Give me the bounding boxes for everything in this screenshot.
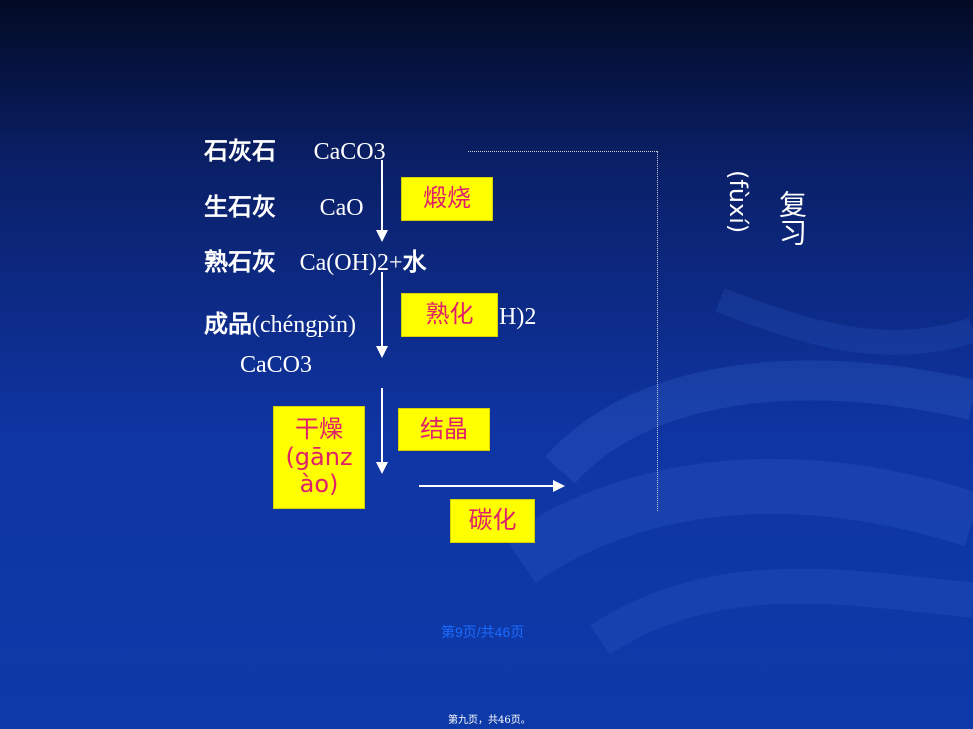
quicklime-name: 生石灰	[204, 192, 276, 221]
arrow-shaft-2	[381, 272, 383, 346]
dry-label: 干燥	[295, 415, 343, 444]
final-formula: CaCO3	[240, 352, 312, 378]
product-name: 成品	[204, 309, 252, 338]
row-quicklime: 生石灰 CaO	[204, 187, 364, 222]
bracket-top	[468, 151, 657, 152]
row-slaked-lime: 熟石灰 Ca(OH)2+水	[204, 242, 426, 277]
review-pinyin: (fùxí)	[724, 170, 752, 234]
dry-pinyin-2: ào)	[299, 470, 339, 499]
box-carbonize: 碳化	[450, 499, 535, 543]
arrow-head-3	[376, 462, 388, 474]
dry-pinyin-1: (gānz	[285, 442, 353, 471]
limestone-name: 石灰石	[204, 136, 276, 165]
arrow-shaft-3	[381, 388, 383, 464]
slaked-water: 水	[402, 247, 427, 276]
review-label: 复习	[775, 190, 808, 246]
arrow-shaft-1	[381, 160, 383, 232]
bracket-right	[657, 151, 658, 511]
box-dry: 干燥 (gānz ào)	[273, 406, 365, 509]
arrow-head-1	[376, 230, 388, 242]
slaked-name: 熟石灰	[204, 247, 276, 276]
product-pinyin: (chéngpǐn)	[252, 312, 356, 338]
arrow-head-horizontal	[553, 480, 565, 492]
slaked-formula: Ca(OH)2+	[299, 250, 403, 276]
page-indicator: 第9页/共46页	[441, 624, 525, 640]
quicklime-formula: CaO	[319, 195, 364, 221]
product-formula-tail: H)2	[499, 304, 537, 330]
box-crystallize: 结晶	[398, 408, 490, 451]
limestone-formula: CaCO3	[313, 139, 386, 165]
row-product: 成品(chéngpǐn)	[204, 304, 356, 339]
row-limestone: 石灰石 CaCO3	[204, 131, 386, 166]
arrow-shaft-horizontal	[419, 485, 553, 487]
arrow-head-2	[376, 346, 388, 358]
footer-note: 第九页，共46页。	[448, 715, 531, 726]
box-calcine: 煅烧	[401, 177, 493, 221]
box-slake: 熟化	[401, 293, 498, 337]
